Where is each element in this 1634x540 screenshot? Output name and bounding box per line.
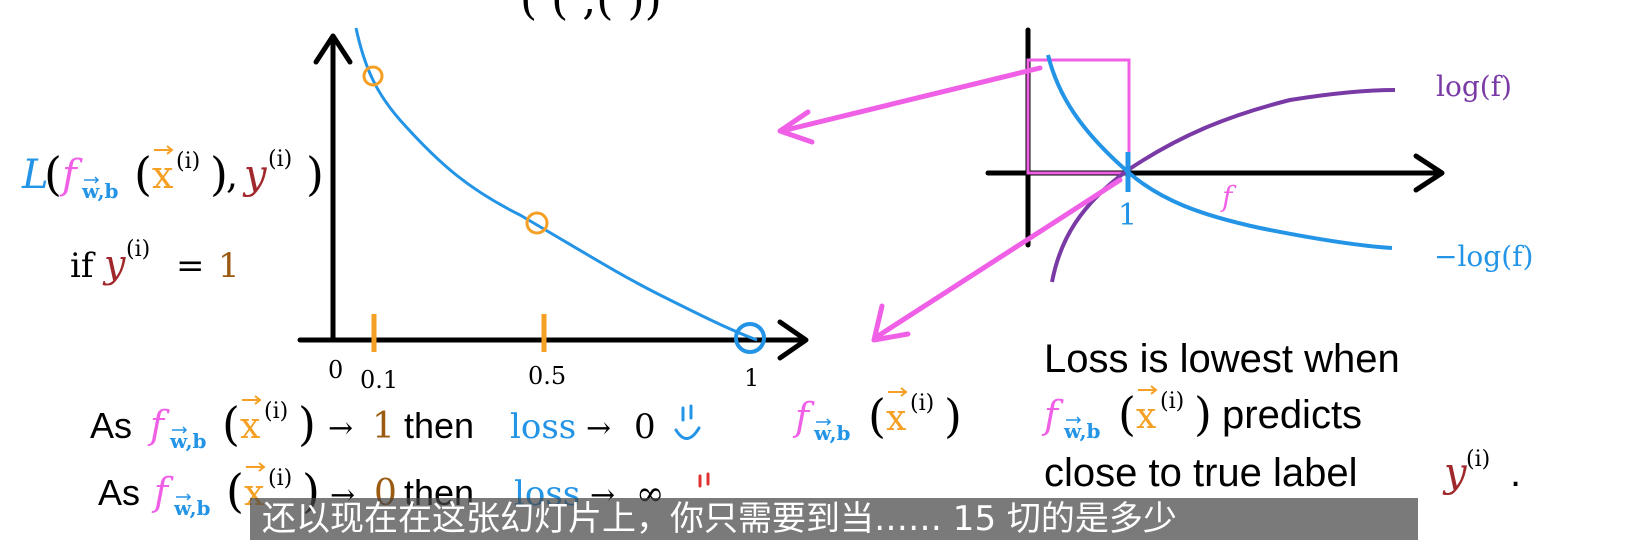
loss-label-y-sup: (i) (268, 147, 292, 172)
s1-then: then (404, 405, 474, 446)
s1-arrow2: → (586, 411, 611, 446)
pointer-arrows (777, 65, 1123, 343)
loss-label-close-x: ) (210, 147, 228, 201)
loss-chart-y-arrowhead (313, 33, 353, 65)
loss-chart-x-arrowhead (777, 319, 809, 361)
loss-label-sub: w,b (81, 179, 119, 203)
arrow-target-sub: w,b (813, 421, 851, 445)
loss-label-L: L (21, 152, 49, 198)
loss-label-comma: , (226, 153, 238, 197)
tick-label-0.5: 0.5 (528, 362, 566, 390)
log-chart: 1 log(f) −log(f) f (985, 27, 1533, 283)
conclusion-y: y (1442, 450, 1468, 496)
s1-close: ) (298, 397, 316, 451)
s2-as: As (98, 472, 140, 513)
s1-x: x (240, 406, 260, 447)
condition-value: 1 (218, 246, 240, 286)
log-chart-x-arrowhead (1413, 153, 1445, 193)
condition-y: y (102, 242, 126, 286)
point-marker-1 (734, 322, 766, 354)
loss-label-x-sup: (i) (176, 149, 200, 174)
origin-label: 0 (328, 356, 343, 384)
point-marker-0.5 (525, 211, 549, 235)
conclusion-line3: close to true label (1044, 451, 1358, 495)
s2-open: ( (226, 464, 244, 518)
conclusion-y-sup: (i) (1466, 447, 1490, 472)
arrow-to-x-axis-lower (875, 177, 1123, 339)
loss-label-open-paren: ( (44, 147, 62, 201)
vector-arrow-marks (154, 145, 1158, 472)
conclusion-x: x (1136, 396, 1156, 437)
conclusion-sup: (i) (1160, 389, 1184, 414)
s2-sub: w,b (173, 496, 211, 520)
arrow-to-loss-chart-upper (783, 65, 1043, 133)
conclusion-f: f (1041, 393, 1064, 437)
tick-label-0.1: 0.1 (360, 366, 398, 394)
condition-label: if y (i) = 1 (70, 237, 240, 286)
neg-log-f-label: −log(f) (1434, 240, 1533, 273)
s1-loss: loss (510, 407, 576, 447)
log-f-curve (1050, 88, 1396, 283)
conclusion-close: ) (1194, 387, 1212, 441)
loss-label-close-paren: ) (306, 147, 324, 201)
conclusion-open: ( (1118, 387, 1136, 441)
condition-eq: = (176, 246, 205, 286)
statement-loss-to-zero: As f w,b ( x (i) ) → 1 then loss → 0 (90, 397, 701, 453)
condition-y-sup: (i) (126, 237, 150, 262)
f-label: f (1220, 180, 1237, 213)
loss-y-axis-label: L ( f w,b ( x (i) ) , y (i) ) (21, 147, 324, 203)
loss-label-x: x (152, 153, 173, 197)
subtitle-text: 还以现在在这张幻灯片上，你只需要到当…… 15 切的是多少 (262, 499, 1177, 539)
s1-f: f (147, 403, 170, 447)
point-marker-0.1 (362, 65, 384, 87)
s1-sup: (i) (264, 399, 288, 424)
arrow-target-open: ( (868, 389, 886, 443)
conclusion-sub: w,b (1063, 419, 1101, 443)
subscript-vector-arrows (84, 176, 1082, 501)
video-subtitle-bar: 还以现在在这张幻灯片上，你只需要到当…… 15 切的是多少 (250, 498, 1418, 540)
loss-label-paren-x: ( (134, 147, 152, 201)
conclusion-line1: Loss is lowest when (1044, 337, 1400, 381)
top-formula-fragment: ( ( ,( )) (520, 0, 662, 25)
loss-label-y: y (242, 152, 268, 198)
arrow-target-f: f (792, 395, 815, 439)
s1-result: 0 (634, 407, 656, 447)
arrow-target-label: f w,b ( x (i) ) (792, 389, 962, 445)
highlight-box (1026, 58, 1131, 175)
s1-open: ( (222, 397, 240, 451)
s1-val: 1 (372, 406, 395, 447)
conclusion-period: . (1510, 451, 1521, 495)
s1-arrow1: → (328, 411, 353, 446)
conclusion-predicts: predicts (1222, 393, 1362, 437)
arrow-target-x: x (886, 398, 906, 439)
arrow-target-sup: (i) (910, 391, 934, 416)
s1-sub: w,b (169, 429, 207, 453)
neg-log-f-curve (1046, 54, 1393, 250)
s2-f: f (151, 470, 174, 514)
sad-face-icon (698, 472, 710, 488)
s1-as: As (90, 405, 132, 446)
arrow-to-x-axis-lower-head (871, 303, 911, 343)
arrow-to-loss-chart-upper-head (777, 109, 815, 145)
log-chart-one-label: 1 (1118, 198, 1137, 233)
log-f-label: log(f) (1436, 70, 1512, 103)
smiley-face-icon (674, 404, 701, 440)
arrow-target-close: ) (944, 389, 962, 443)
loss-label-f: f (59, 152, 83, 198)
conclusion-text: Loss is lowest when f w,b ( x (i) ) pred… (1041, 337, 1521, 496)
tick-label-1: 1 (744, 364, 759, 392)
neg-log-loss-curve (354, 27, 758, 342)
loss-chart: 0 0.1 0.5 1 (297, 27, 809, 394)
condition-if: if (70, 246, 96, 286)
s2-sup: (i) (268, 466, 292, 491)
